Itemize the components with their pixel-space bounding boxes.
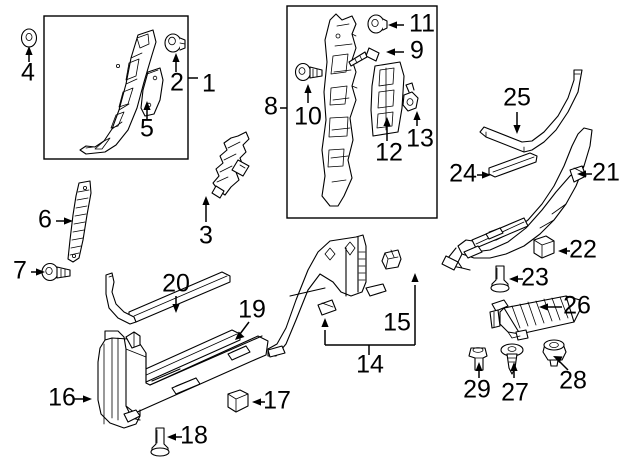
arrowhead-6 [64,217,73,225]
callout-16: 16 [48,384,76,412]
callout-2: 2 [170,69,184,97]
callout-20: 20 [162,270,190,298]
callout-28: 28 [559,367,587,395]
callout-3: 3 [199,222,213,250]
part-9-screw [348,47,380,67]
arrowhead-13 [413,111,421,120]
callout-5: 5 [140,115,154,143]
callout-19: 19 [238,296,266,324]
arrowhead-12 [383,117,391,126]
arrowhead-21 [577,170,586,178]
b-pillar-trim-illustration [321,13,358,207]
arrowhead-7 [36,268,45,276]
arrowhead-17 [252,398,261,406]
arrowhead-14 [321,318,329,327]
part-7-pushpin [41,262,71,282]
callout-21: 21 [592,159,620,187]
callout-23: 23 [521,264,549,292]
arrowhead-15 [411,273,419,282]
arrowhead-18 [167,433,176,441]
group-box-8 [286,5,438,219]
arrowhead-25 [513,125,521,134]
part-4-grommet [20,28,38,48]
part-26-bracket [489,295,581,341]
part-25-strip [479,69,583,153]
arrowhead-9 [386,48,395,56]
arrowhead-16 [83,395,92,403]
part-18-pushpin [150,427,170,457]
part-15-clip [381,249,402,270]
arrowhead-20 [172,304,180,313]
part-14-trim-panel [267,234,387,358]
arrowhead-26 [539,303,548,311]
callout-12: 12 [375,139,403,167]
part-3-bracket [211,131,250,199]
callout-7: 7 [13,257,27,285]
callout-1: 1 [202,70,216,98]
callout-27: 27 [501,379,529,407]
arrowhead-28 [553,356,563,363]
arrowhead-27 [510,362,518,371]
a-pillar-trim-illustration [79,29,157,155]
part-12-cover [370,61,405,137]
arrowhead-4 [25,46,33,55]
callout-22: 22 [569,236,597,264]
arrowhead-3 [202,196,210,205]
part-13-wingclip [402,82,419,112]
part-27-screw [500,343,524,375]
callout-6: 6 [38,206,52,234]
leader-19 [239,321,250,335]
part-29-grommet [468,347,488,371]
arrowhead-19 [235,331,245,340]
part-24-strip [488,152,538,178]
callout-24: 24 [449,160,477,188]
arrowhead-22 [558,247,567,255]
callout-13: 13 [406,125,434,153]
callout-4: 4 [21,59,35,87]
arrowhead-24 [482,171,491,179]
part-10-rivet [294,62,323,82]
part-16-sill-trim [97,330,269,429]
part-17-clip [227,389,249,413]
part-22-clip [533,235,555,259]
part-23-pushpin [490,265,510,293]
arrowhead-2 [172,53,180,62]
callout-10: 10 [294,103,322,131]
callout-26: 26 [563,292,591,320]
arrowhead-10 [304,84,312,93]
part-11-capnut [367,14,388,34]
callout-25: 25 [503,84,531,112]
part-28-capnut [542,339,567,367]
callout-8: 8 [264,93,278,121]
arrowhead-5 [143,101,151,110]
part-20-wire-lead [105,272,137,325]
callout-9: 9 [410,37,424,65]
part-2-clip [164,33,186,53]
arrowhead-29 [475,362,483,371]
arrowhead-23 [509,275,518,283]
callout-14: 14 [356,351,384,379]
group-box-1 [43,15,189,160]
callout-18: 18 [180,422,208,450]
callout-11: 11 [409,10,435,38]
callout-29: 29 [463,376,491,404]
callout-15: 15 [383,309,411,337]
arrowhead-11 [388,21,397,29]
part-6-molding [67,180,92,263]
callout-17: 17 [263,387,291,415]
